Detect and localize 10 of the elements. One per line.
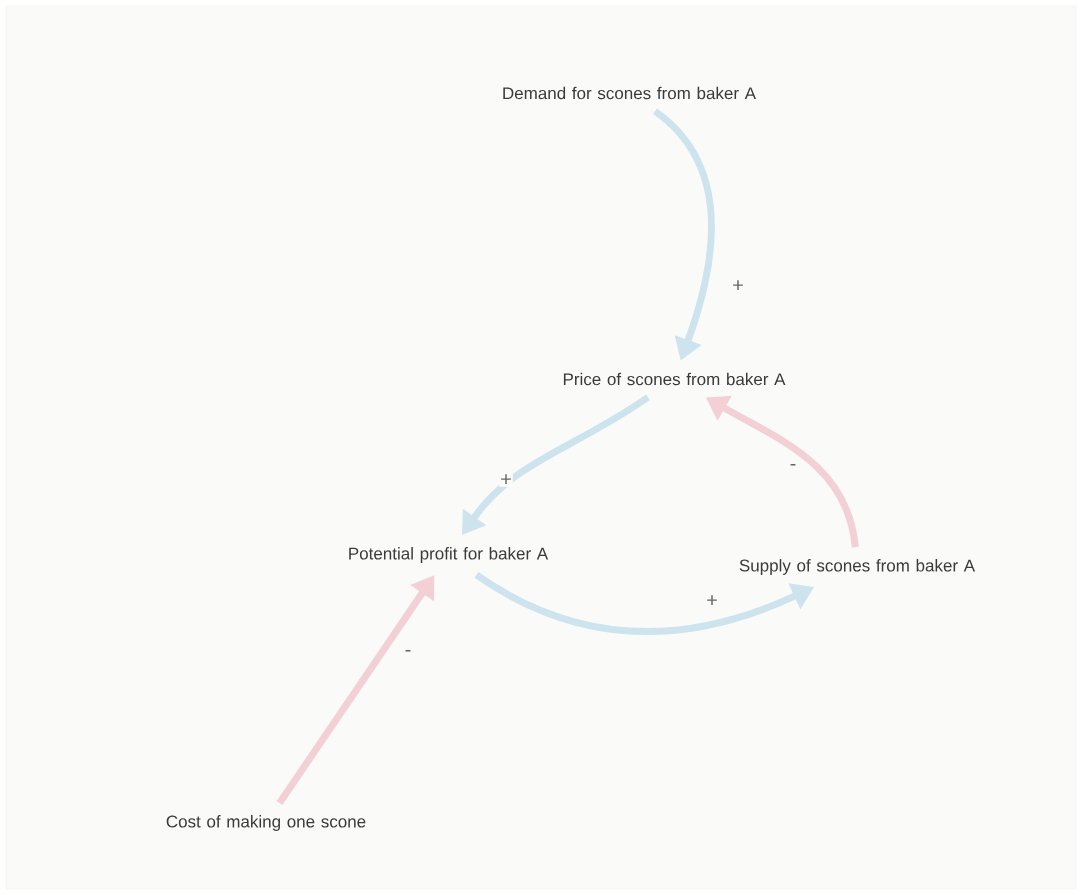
- node-label: Supply of scones from baker A: [739, 559, 976, 575]
- node-label: Price of scones from baker A: [563, 372, 786, 386]
- node-label: Cost of making one scone: [166, 815, 366, 831]
- edge-label: +: [731, 279, 745, 293]
- node-label: Demand for scones from baker A: [503, 86, 756, 100]
- edge-label: +: [705, 594, 719, 608]
- edge-label: +: [499, 473, 513, 487]
- node-label: Potential profit for baker A: [349, 547, 549, 563]
- edge-label: -: [403, 648, 413, 658]
- edge-label: -: [788, 462, 798, 472]
